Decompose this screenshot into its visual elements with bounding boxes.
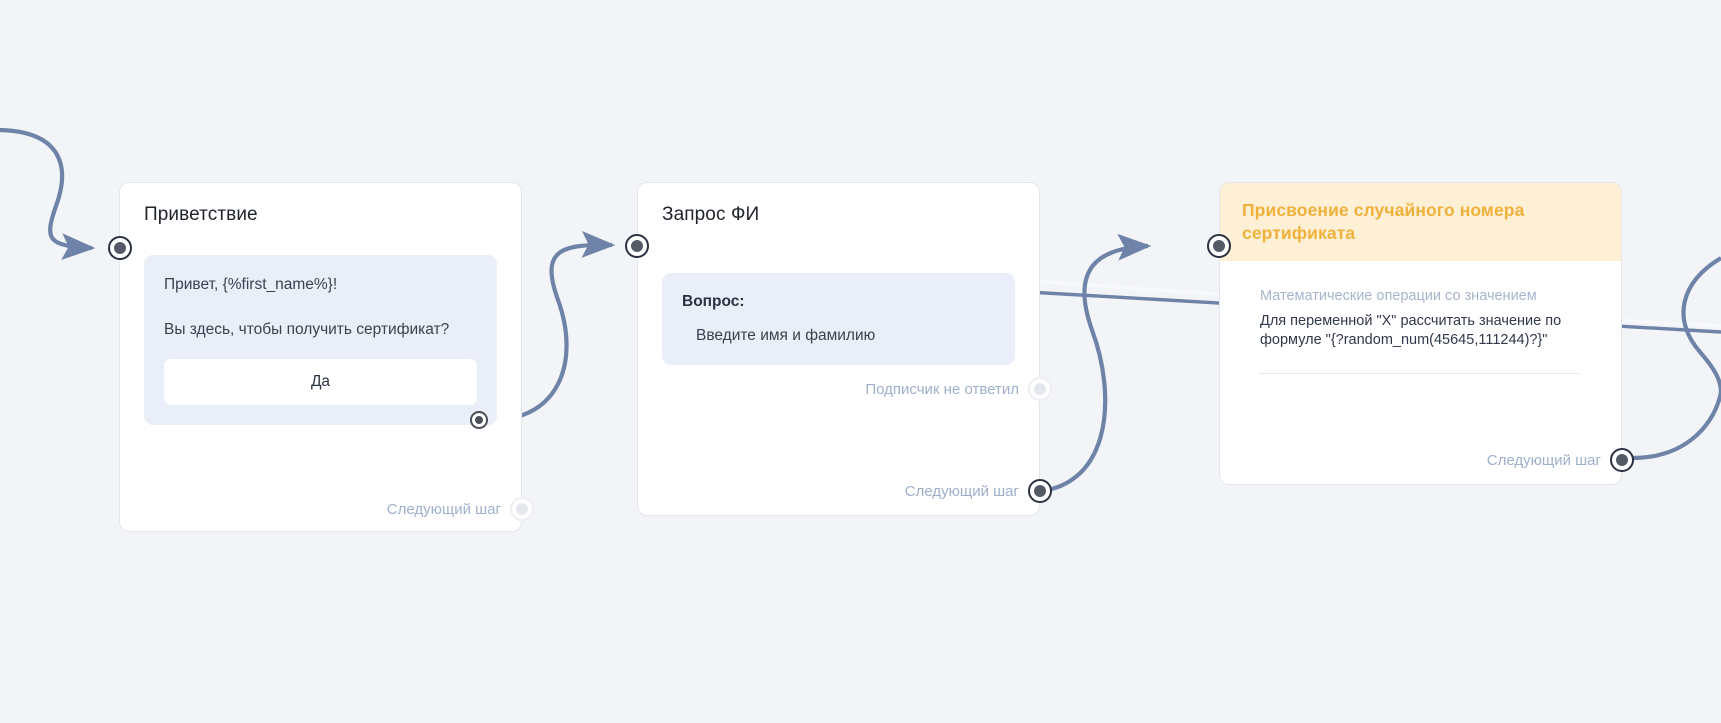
port-input-greeting[interactable] [108, 236, 132, 260]
port-no-reply[interactable] [1028, 377, 1052, 401]
question-label: Вопрос: [682, 292, 745, 310]
operation-divider [1258, 372, 1579, 374]
message-bubble[interactable]: Привет, {%first_name%}! Вы здесь, чтобы … [144, 254, 497, 425]
node-title: Присвоение случайного номера сертификата [1220, 183, 1621, 261]
node-greeting[interactable]: Приветствие Привет, {%first_name%}! Вы з… [119, 182, 534, 532]
edge-offcanvas-loop [1681, 256, 1721, 393]
node-title: Запрос ФИ [662, 204, 760, 225]
edge-request-name-to-random [1027, 233, 1152, 495]
port-row-no-reply[interactable]: Подписчик не ответил [865, 377, 1052, 401]
port-row-next-step[interactable]: Следующий шаг [387, 497, 534, 521]
port-output-yes[interactable] [470, 411, 488, 429]
operation-kind: Математические операции со значением [1260, 287, 1537, 304]
node-title: Приветствие [144, 204, 258, 225]
node-request-name[interactable]: Запрос ФИ Вопрос: Введите имя и фамилию … [637, 182, 1052, 516]
port-label-next-step: Следующий шаг [904, 482, 1019, 500]
port-input-request-name[interactable] [625, 234, 649, 258]
port-label-next-step: Следующий шаг [1486, 451, 1601, 469]
message-line-2: Вы здесь, чтобы получить сертификат? [164, 320, 450, 338]
port-row-next-step[interactable]: Следующий шаг [905, 479, 1052, 503]
question-bubble[interactable]: Вопрос: Введите имя и фамилию [662, 272, 1015, 365]
port-next-step[interactable] [510, 497, 534, 521]
port-input-random-certificate[interactable] [1207, 234, 1231, 258]
question-value: Введите имя и фамилию [696, 326, 876, 344]
port-label-next-step: Следующий шаг [386, 500, 501, 518]
edge-random-to-next [1631, 391, 1721, 461]
edge-incoming [0, 128, 96, 261]
operation-description: Для переменной "X" рассчитать значение п… [1260, 312, 1562, 349]
port-label-no-reply: Подписчик не ответил [865, 380, 1019, 398]
node-random-certificate-number[interactable]: Присвоение случайного номера сертификата… [1219, 182, 1634, 485]
port-row-next-step[interactable]: Следующий шаг [1487, 448, 1634, 472]
quick-reply-yes-button[interactable]: Да [164, 358, 477, 405]
port-next-step[interactable] [1028, 479, 1052, 503]
message-line-1: Привет, {%first_name%}! [164, 275, 338, 293]
port-next-step[interactable] [1610, 448, 1634, 472]
